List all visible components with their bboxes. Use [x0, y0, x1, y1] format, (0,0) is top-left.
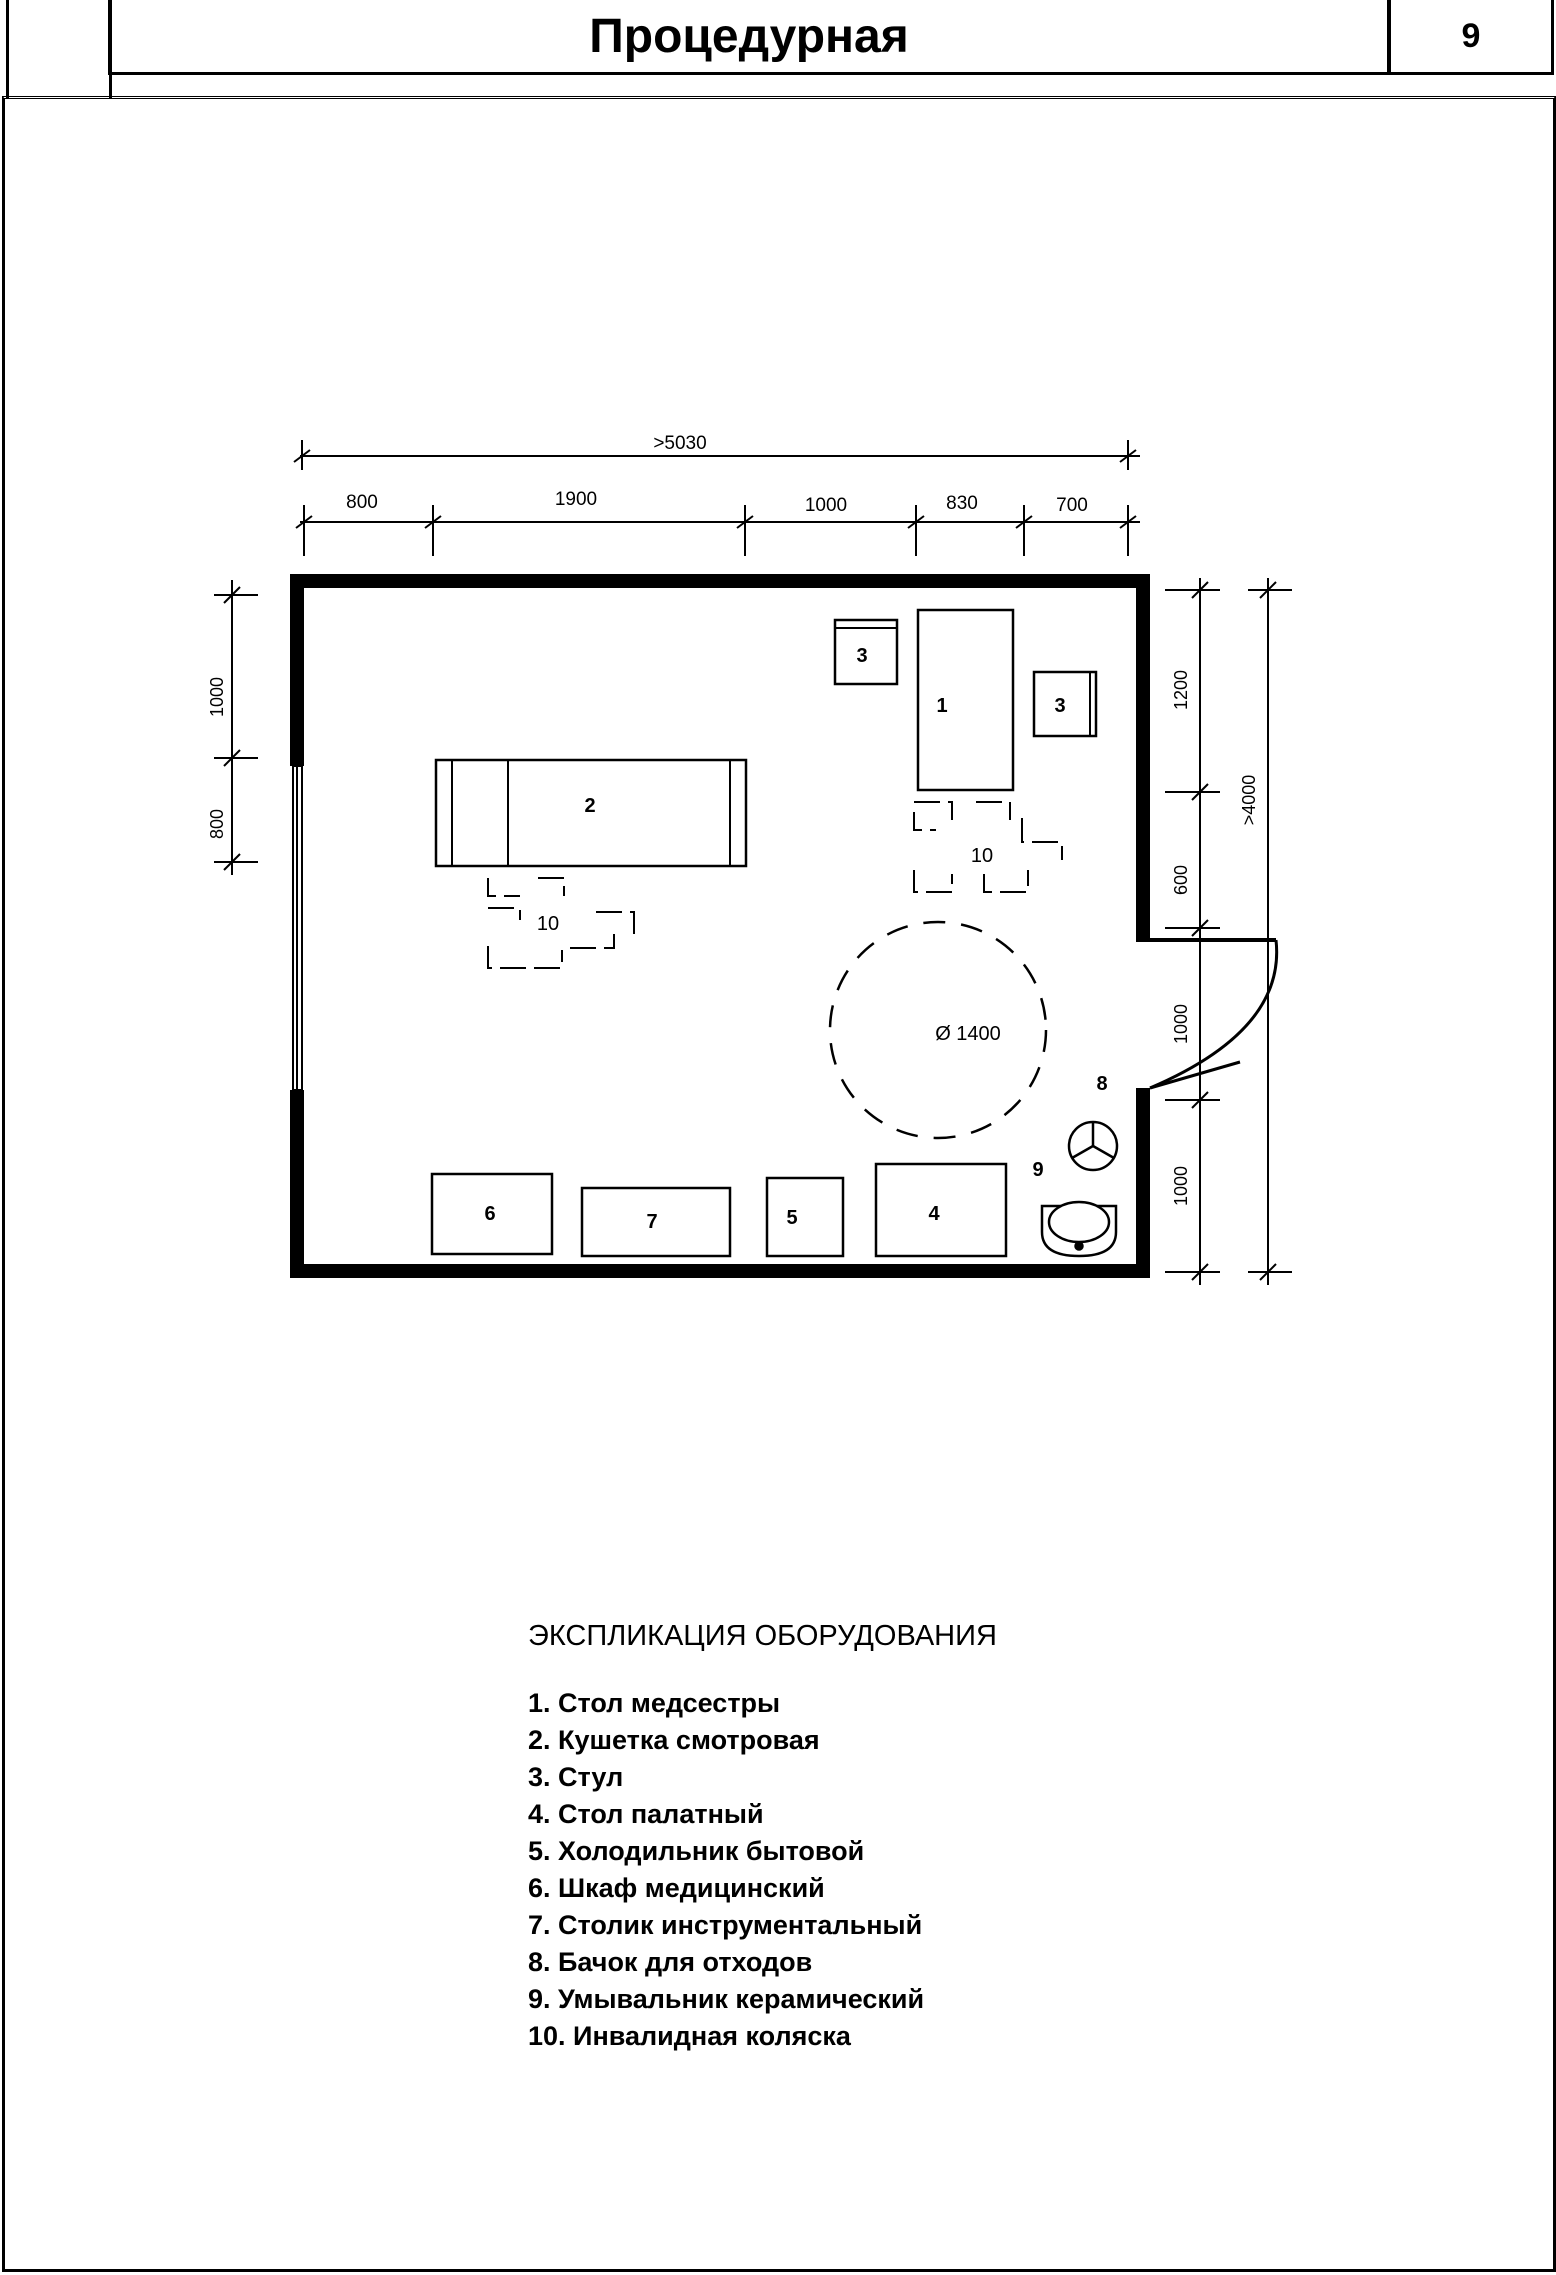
- medical-cabinet-number: 6: [484, 1203, 495, 1225]
- dim-left-2: 800: [207, 809, 227, 839]
- dim-right-overall: >4000: [1239, 775, 1259, 826]
- equipment-legend: ЭКСПЛИКАЦИЯ ОБОРУДОВАНИЯ 1. Стол медсест…: [528, 1620, 1228, 2055]
- nurse-desk-number: 1: [936, 695, 947, 717]
- door: [1136, 938, 1279, 1090]
- legend-item: 3. Стул: [528, 1762, 624, 1792]
- legend-item: 5. Холодильник бытовой: [528, 1836, 865, 1866]
- legend-item: 8. Бачок для отходов: [528, 1947, 813, 1977]
- legend-item: 7. Столик инструментальный: [528, 1910, 923, 1940]
- dim-top-4: 830: [946, 493, 978, 514]
- chair-right: [1032, 670, 1098, 738]
- window: [292, 765, 303, 1091]
- fridge-number: 5: [786, 1207, 797, 1229]
- nurse-desk: [916, 608, 1015, 792]
- legend-list: 1. Стол медсестры 2. Кушетка смотровая 3…: [528, 1685, 1228, 2055]
- dim-top-1: 800: [346, 492, 378, 513]
- drawing-frame: [2, 96, 1556, 2272]
- wheelchair-turning-circle: [828, 920, 1048, 1140]
- legend-item: 10. Инвалидная коляска: [528, 2021, 851, 2051]
- dim-top-overall: >5030: [653, 433, 706, 454]
- top-dimensions: [293, 440, 1140, 556]
- instrument-table-number: 7: [646, 1211, 657, 1233]
- dim-left-1: 1000: [207, 677, 227, 717]
- dim-right-4: 1000: [1171, 1166, 1191, 1206]
- left-dimensions: [214, 580, 258, 875]
- legend-item: 2. Кушетка смотровая: [528, 1725, 820, 1755]
- waste-bin: [1067, 1120, 1119, 1172]
- washbasin: [1040, 1200, 1118, 1258]
- turning-circle-label: Ø 1400: [935, 1023, 1001, 1045]
- ward-table: [874, 1162, 1008, 1258]
- instrument-table: [580, 1186, 732, 1258]
- legend-item: 4. Стол палатный: [528, 1799, 764, 1829]
- wheelchair-upper-number: 10: [971, 845, 993, 867]
- page-title: Процедурная: [108, 0, 1390, 75]
- room-walls: [290, 574, 1150, 1278]
- wheelchair-upper: [913, 801, 1063, 893]
- legend-title: ЭКСПЛИКАЦИЯ ОБОРУДОВАНИЯ: [528, 1620, 997, 1652]
- dim-top-2: 1900: [555, 489, 597, 510]
- chair-right-number: 3: [1054, 695, 1065, 717]
- examination-couch: [434, 758, 748, 868]
- dim-right-2: 600: [1171, 865, 1191, 895]
- dim-top-3: 1000: [805, 495, 847, 516]
- wheelchair-lower: [487, 877, 635, 969]
- dim-top-5: 700: [1056, 495, 1088, 516]
- medical-cabinet: [430, 1172, 554, 1256]
- ward-table-number: 4: [928, 1203, 940, 1225]
- couch-number: 2: [584, 795, 595, 817]
- chair-left: [833, 618, 899, 686]
- wheelchair-lower-number: 10: [537, 913, 559, 935]
- page-number: 9: [1388, 0, 1554, 75]
- waste-bin-number: 8: [1096, 1073, 1107, 1095]
- washbasin-number: 9: [1032, 1159, 1043, 1181]
- legend-item: 1. Стол медсестры: [528, 1688, 781, 1718]
- dim-right-3: 1000: [1171, 1004, 1191, 1044]
- right-dimensions: [1165, 578, 1292, 1285]
- dim-right-1: 1200: [1171, 670, 1191, 710]
- legend-item: 9. Умывальник керамический: [528, 1984, 925, 2014]
- legend-item: 6. Шкаф медицинский: [528, 1873, 825, 1903]
- chair-left-number: 3: [856, 645, 867, 667]
- fridge: [765, 1176, 845, 1258]
